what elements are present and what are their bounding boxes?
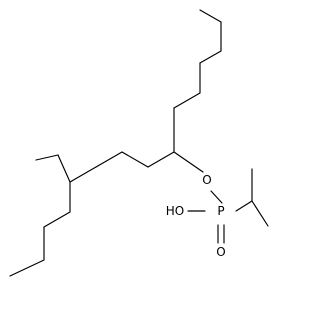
oxo-oxygen-label: O: [216, 245, 225, 259]
bond: [173, 92, 201, 109]
bond: [147, 151, 175, 168]
bond: [173, 151, 204, 173]
main-chain: [69, 151, 175, 183]
bond: [95, 151, 123, 168]
bond: [199, 50, 222, 64]
isopropyl-group: [251, 168, 269, 227]
butyl-chain: [9, 181, 71, 277]
bond: [57, 154, 71, 183]
hexyl-chain: [173, 9, 222, 153]
bond: [210, 190, 223, 204]
bond: [35, 154, 59, 161]
phosphorus-label: P: [217, 204, 224, 218]
bond: [199, 9, 222, 23]
bond: [69, 166, 97, 183]
hydroxyl-label: HO: [166, 204, 184, 218]
bond: [251, 200, 269, 227]
ethyl-branch: [35, 154, 71, 183]
phosphinate-group: [173, 151, 253, 244]
bond: [9, 259, 45, 277]
bond: [235, 200, 253, 212]
bond: [121, 151, 149, 168]
bond: [43, 211, 71, 228]
ether-oxygen-label: O: [202, 173, 211, 187]
skeletal-structure: O P HO O: [9, 9, 269, 277]
